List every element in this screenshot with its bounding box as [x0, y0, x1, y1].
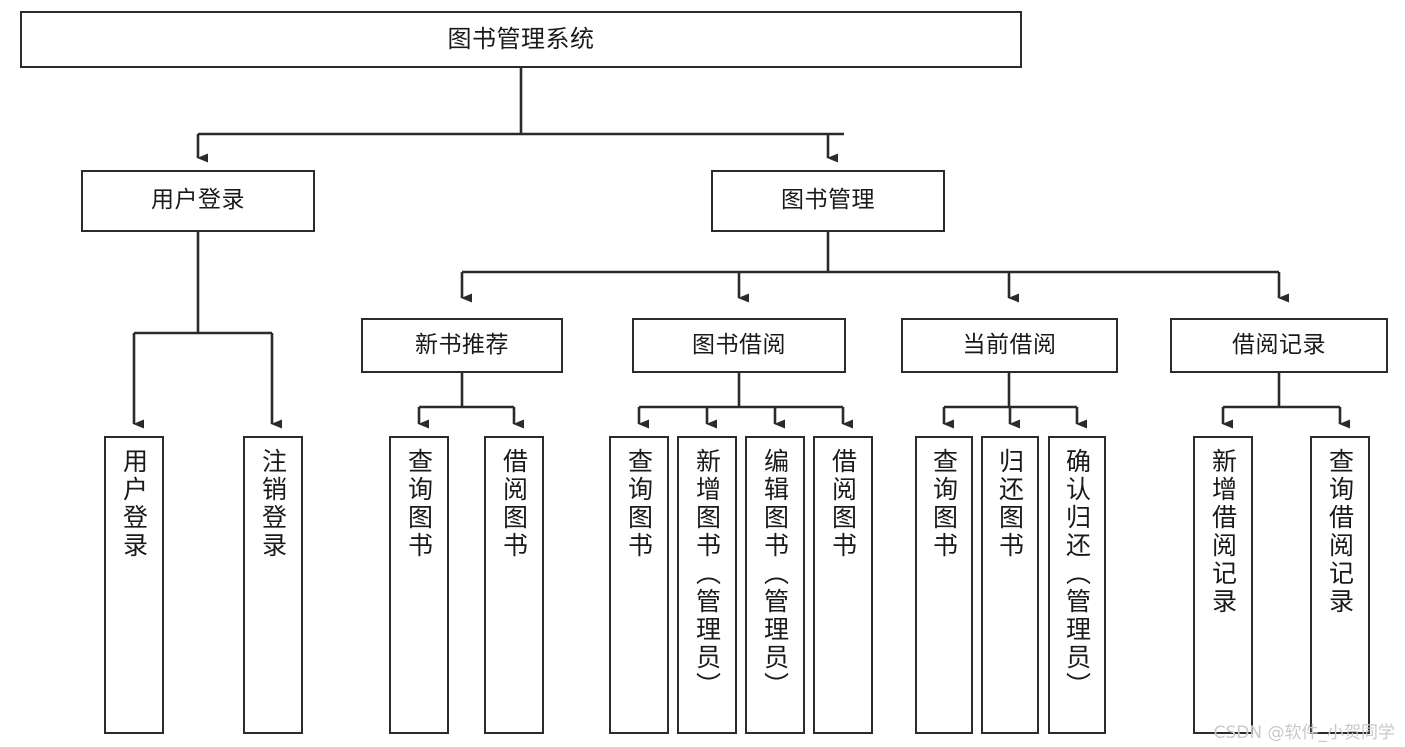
node-borrow-record[interactable]: 借阅记录 — [1170, 318, 1388, 373]
leaf-label: 确认归还（管理员） — [1062, 448, 1092, 700]
leaf-borrow-edit-book[interactable]: 编辑图书（管理员） — [745, 436, 805, 734]
leaf-borrow-borrow-book[interactable]: 借阅图书 — [813, 436, 873, 734]
leaf-label: 新增借阅记录 — [1208, 448, 1238, 616]
leaf-new-book-borrow[interactable]: 借阅图书 — [484, 436, 544, 734]
leaf-label: 注销登录 — [258, 448, 288, 560]
leaf-label: 查询借阅记录 — [1325, 448, 1355, 616]
node-new-book-recommend-label: 新书推荐 — [415, 331, 509, 358]
leaf-new-book-query[interactable]: 查询图书 — [389, 436, 449, 734]
leaf-label: 新增图书（管理员） — [692, 448, 722, 700]
node-root-label: 图书管理系统 — [447, 25, 595, 54]
leaf-label: 用户登录 — [119, 448, 149, 560]
leaf-label: 查询图书 — [404, 448, 434, 560]
leaf-record-query[interactable]: 查询借阅记录 — [1310, 436, 1370, 734]
node-book-management[interactable]: 图书管理 — [711, 170, 945, 232]
leaf-label: 归还图书 — [995, 448, 1025, 560]
node-current-borrow[interactable]: 当前借阅 — [901, 318, 1118, 373]
node-root[interactable]: 图书管理系统 — [20, 11, 1022, 68]
leaf-current-confirm-return[interactable]: 确认归还（管理员） — [1048, 436, 1106, 734]
node-book-management-label: 图书管理 — [781, 187, 875, 214]
node-borrow-record-label: 借阅记录 — [1232, 331, 1326, 358]
leaf-label: 借阅图书 — [499, 448, 529, 560]
leaf-borrow-query-book[interactable]: 查询图书 — [609, 436, 669, 734]
node-user-login-label: 用户登录 — [151, 187, 245, 214]
node-book-borrow[interactable]: 图书借阅 — [632, 318, 846, 373]
node-new-book-recommend[interactable]: 新书推荐 — [361, 318, 563, 373]
node-user-login[interactable]: 用户登录 — [81, 170, 315, 232]
leaf-label: 借阅图书 — [828, 448, 858, 560]
leaf-label: 查询图书 — [624, 448, 654, 560]
leaf-current-query-book[interactable]: 查询图书 — [915, 436, 973, 734]
leaf-label: 查询图书 — [929, 448, 959, 560]
leaf-label: 编辑图书（管理员） — [760, 448, 790, 700]
node-book-borrow-label: 图书借阅 — [692, 331, 786, 358]
leaf-user-login-logout[interactable]: 注销登录 — [243, 436, 303, 734]
leaf-borrow-add-book[interactable]: 新增图书（管理员） — [677, 436, 737, 734]
leaf-current-return-book[interactable]: 归还图书 — [981, 436, 1039, 734]
leaf-record-add[interactable]: 新增借阅记录 — [1193, 436, 1253, 734]
node-current-borrow-label: 当前借阅 — [962, 331, 1057, 358]
leaf-user-login-login[interactable]: 用户登录 — [104, 436, 164, 734]
